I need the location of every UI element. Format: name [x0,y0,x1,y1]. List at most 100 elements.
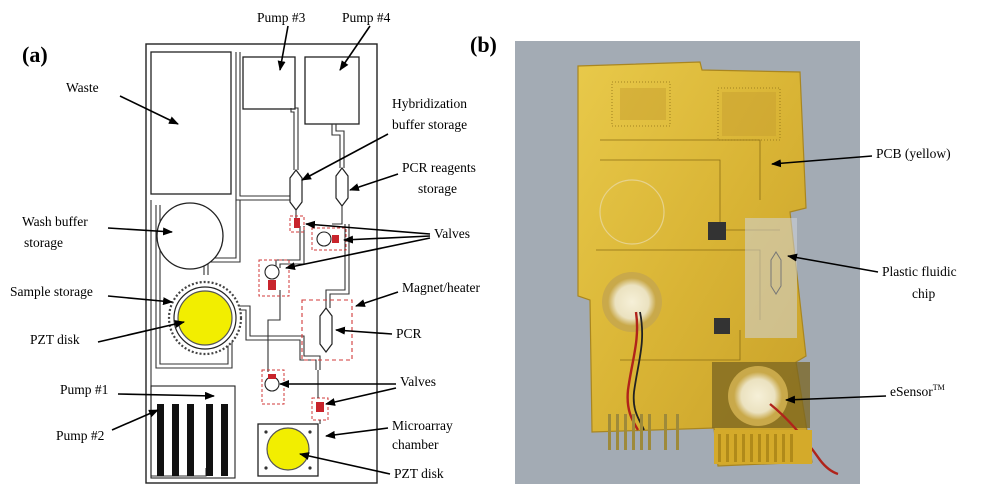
connector-strip [714,430,812,464]
label-waste: Waste [66,80,99,95]
label-pcr-reagents-1: PCR reagents [402,160,476,175]
pump2-electrode [172,404,179,476]
arrow-pcb [771,155,873,168]
trace [620,330,741,361]
pcr-chamber [319,307,333,353]
channel [290,108,295,170]
label-plastic-1: Plastic fluidic [882,264,957,279]
chip-outline [145,43,378,484]
label-pzt-top: PZT disk [30,332,80,347]
channel [275,226,301,268]
valve-chamber [316,231,332,247]
wash-buffer-reservoir [156,202,224,270]
valve [316,402,324,412]
pump-region [150,385,236,479]
reservoir-outline [599,179,665,245]
pump1-electrode [221,404,228,476]
arrow-valve-bottom-2 [325,387,397,406]
edge-connector-left [608,414,679,450]
pzt-disk-bottom [266,427,310,471]
wire [769,403,839,476]
connector-finger [782,434,785,462]
connector-finger [750,434,753,462]
photo-esensor-disk-face [734,372,782,420]
label-hybridization-2: buffer storage [392,117,467,132]
photo-pzt-disk-face [608,278,656,326]
panel-label-a: (a) [22,42,48,67]
photo-panel: (b) [470,32,957,484]
connector-finger [734,434,737,462]
connector-finger [766,434,769,462]
connector-finger [608,414,611,450]
arrow-waste [119,95,179,125]
pump2-electrode [187,404,194,476]
arrow-plastic [787,253,879,273]
arrow-pcr [335,326,393,335]
arrow-sample-storage [107,295,173,306]
label-microarray-1: Microarray [392,418,453,433]
connector-finger [742,434,745,462]
pzt-disk-top [177,290,233,346]
channel [329,224,350,308]
corner-dot [308,466,312,470]
schematic-panel: (a) Pump #3 Pump #4 Waste Hybridization … [10,10,480,484]
label-magnet-heater: Magnet/heater [402,280,480,295]
panel-label-b: (b) [470,32,497,57]
label-pcr: PCR [396,326,422,341]
pump2-electrode [157,404,164,476]
valve [268,374,276,379]
valve-region [289,215,305,233]
label-pump3: Pump #3 [257,10,306,25]
valve [332,235,339,243]
channel [228,305,321,370]
esensor-tm: TM [933,383,945,392]
valve-region [261,369,285,405]
label-pcb: PCB (yellow) [876,146,951,161]
connector-finger [718,434,721,462]
channel [232,309,317,370]
trace [600,139,761,200]
channel [332,206,343,225]
connector-finger [632,414,635,450]
pump1-electrode [206,404,213,476]
arrow-valve-top-3 [285,237,431,271]
valve-chamber [264,376,280,392]
arrow-valve-top-2 [343,235,431,244]
connector-finger [774,434,777,462]
channel [207,200,241,275]
wire [632,311,645,431]
fluid-channel [770,251,782,295]
connector-finger [758,434,761,462]
corner-dot [264,466,268,470]
channel [295,107,299,170]
grid-pattern [722,92,776,136]
connector-finger [676,414,679,450]
arrow-pump2 [111,409,159,431]
label-sample-storage: Sample storage [10,284,93,299]
waste-reservoir [150,51,232,195]
label-wash-1: Wash buffer [22,214,88,229]
connector-finger [664,414,667,450]
arrow-microarray [325,427,389,439]
label-esensor: eSensorTM [890,383,945,399]
arrow-valve-top-1 [305,220,431,235]
valve-region [258,259,290,297]
label-plastic-2: chip [912,286,935,301]
arrow-hybridization [301,133,389,181]
pcr-reagent-reservoir [335,167,349,207]
arrow-pcr-reagents [349,173,399,191]
edge-connector-right [714,430,812,464]
connector-finger [790,434,793,462]
pcb-chip [708,222,726,240]
pcb-chip [714,318,730,334]
channel [335,124,345,168]
arrow-pump4 [339,25,371,71]
label-valves-bottom: Valves [400,374,436,389]
arrow-wash [107,227,173,236]
label-pump2: Pump #2 [56,428,104,443]
connector-finger [648,414,651,450]
valve [268,280,276,290]
arrow-magnet-heater [355,291,399,307]
esensor-text: eSensor [890,384,933,399]
